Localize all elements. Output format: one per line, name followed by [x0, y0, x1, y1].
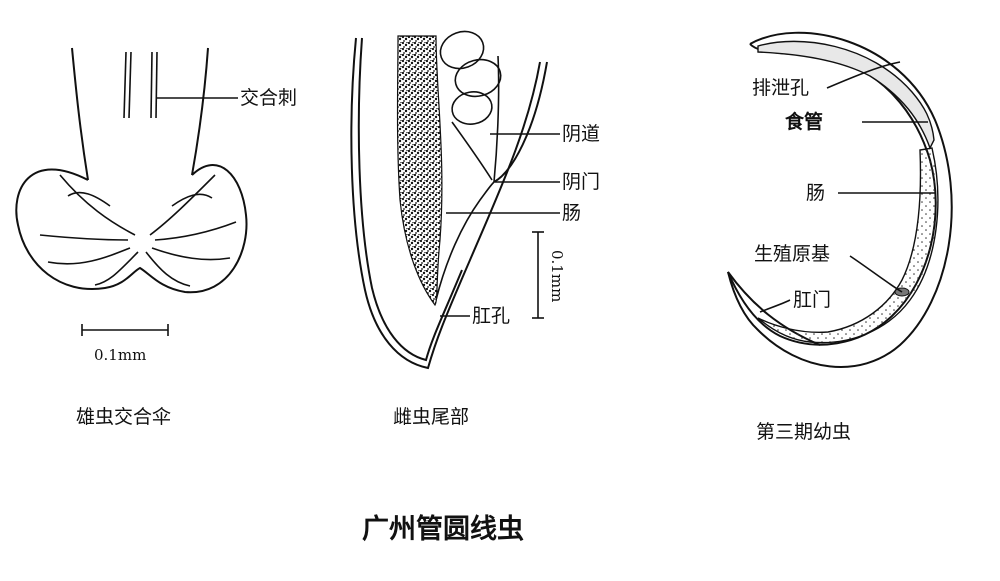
- scale-label-male: 0.1mm: [94, 346, 146, 364]
- label-intestine-larva: 肠: [806, 182, 825, 204]
- female-tail-drawing: [350, 30, 548, 370]
- scale-label-female: 0.1mm: [548, 250, 566, 302]
- label-genital-primordium: 生殖原基: [754, 243, 830, 265]
- label-spicule: 交合刺: [240, 87, 297, 109]
- label-oesophagus: 食管: [785, 110, 823, 133]
- label-anus-female: 肛孔: [472, 305, 510, 327]
- caption-female-tail: 雌虫尾部: [393, 406, 469, 428]
- scale-bar-male: [81, 324, 169, 336]
- caption-third-stage-larva: 第三期幼虫: [756, 421, 851, 443]
- larva-drawing: [727, 31, 953, 369]
- scale-bar-female: [532, 231, 544, 319]
- panel-third-stage-larva: 排泄孔 食管 肠 生殖原基 肛门 第三期幼虫: [727, 31, 953, 443]
- label-vulva: 阴门: [562, 171, 600, 193]
- label-anus-larva: 肛门: [793, 289, 831, 311]
- panel-female-tail: 阴道 阴门 肠 肛孔 0.1mm 雌虫尾部: [350, 30, 600, 428]
- figure-title: 广州管圆线虫: [362, 514, 524, 545]
- caption-male-bursa: 雄虫交合伞: [76, 406, 171, 428]
- label-excretory-pore: 排泄孔: [752, 77, 809, 99]
- label-vagina: 阴道: [562, 123, 600, 145]
- male-bursa-drawing: [15, 47, 248, 294]
- label-intestine-female: 肠: [562, 202, 581, 224]
- panel-male-bursa: 交合刺 0.1mm 雄虫交合伞: [15, 47, 297, 428]
